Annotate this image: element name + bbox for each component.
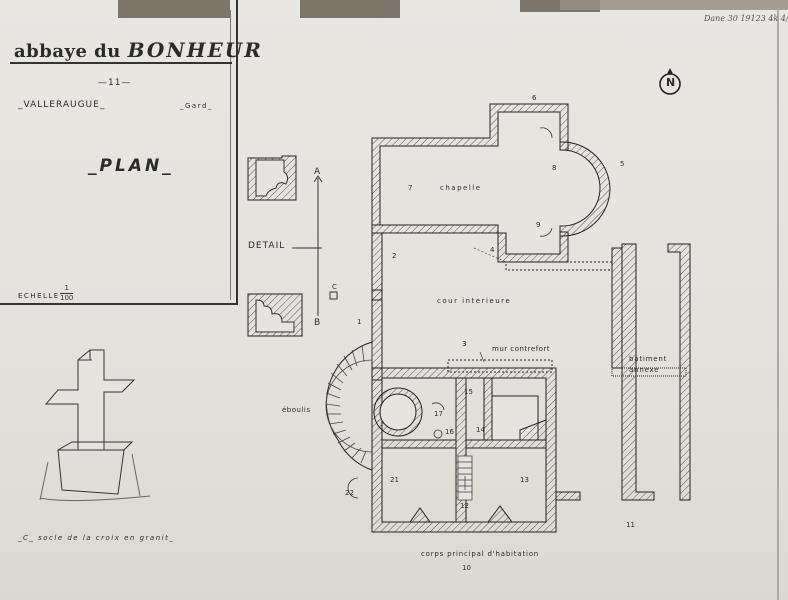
room-number: 17 [434,410,443,418]
eboulis-rubble [325,341,373,471]
title: abbaye du BONHEUR [14,38,263,62]
label-chapelle: chapelle [440,184,482,192]
cartouche-border-bottom [0,303,238,305]
room-number: 7 [408,184,413,192]
room-number: 10 [462,564,471,572]
north-letter: N [666,76,676,89]
room-number: 3 [462,340,467,348]
cartouche-border-inner [230,10,231,300]
room-number: 13 [520,476,529,484]
room-number: 11 [626,521,635,529]
tape-strip [560,0,788,10]
detail-profile-b [247,293,303,337]
commune: _VALLERAUGUE_ [18,100,106,110]
label-batiment-annexe: batiment annexe [629,354,681,376]
room-number: 9 [536,221,541,229]
label-eboulis: éboulis [282,406,311,414]
label-corps: corps principal d'habitation [421,550,540,558]
tape-strip [118,0,230,18]
detail-marker-b: B [314,318,322,328]
department: _Gard_ [180,102,213,110]
room-number: 21 [390,476,399,484]
room-number: 8 [552,164,557,172]
scale-numerator: 1 [64,284,69,292]
north-arrow-icon [659,68,681,95]
door-arcs [347,127,553,499]
detail-marker-c: C [332,283,337,291]
title-main: BONHEUR [127,38,263,62]
sheet-right-edge [777,8,779,600]
archive-reference: Dane 30 19123 4k 4/7 [704,14,788,23]
leader-lines [473,247,507,363]
room-number: 6 [532,94,537,102]
room-number: 14 [476,426,485,434]
room-number: 2 [392,252,397,260]
scale-fraction: 1 100 [60,284,74,303]
label-mur-contrefort: mur contrefort [492,345,551,353]
detail-label: DETAIL [248,241,286,251]
plan-title: _PLAN_ [88,156,174,176]
title-underline [10,62,232,64]
cross-caption: _C_ socle de la croix en granit_ [18,534,175,542]
room-number: 15 [464,388,473,396]
room-number: 4 [490,246,495,254]
scale-label: ECHELLE [18,292,60,300]
room-number: 16 [445,428,454,436]
detail-profile-a [247,155,297,201]
staircase [457,455,473,501]
plan-walls [371,103,691,533]
title-prefix: abbaye du [14,41,121,62]
cartouche-border-right [236,0,238,305]
room-number: 1 [357,318,362,326]
label-cour: cour interieure [437,297,512,305]
detail-marker-a: A [314,167,322,177]
label-batiment: batiment annexe [629,355,668,374]
cross-sketch [39,349,151,502]
scale-denominator: 100 [60,293,74,302]
tape-strip [300,0,400,18]
round-tower [373,387,423,437]
separator: —11— [98,78,132,88]
detail-section-line [292,175,338,316]
room-number: 5 [620,160,625,168]
